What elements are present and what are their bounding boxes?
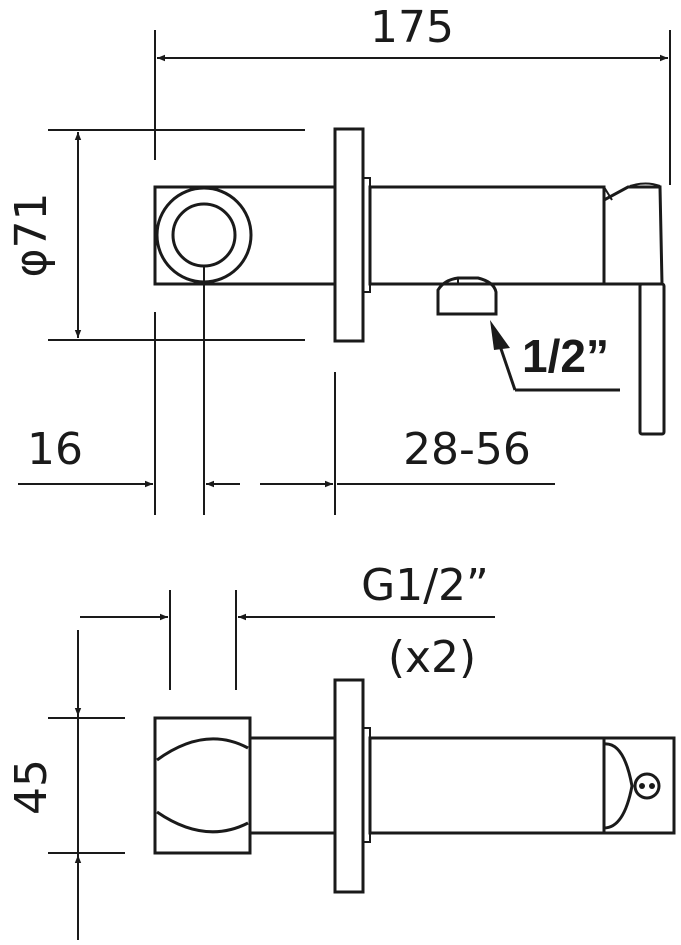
dimension-width-total: 175	[154, 2, 671, 185]
inlet-block-side	[153, 716, 335, 855]
dimension-wall-range-label: 28-56	[403, 424, 531, 475]
wall-flange-top	[333, 127, 371, 343]
outlet-body-top	[368, 182, 666, 436]
dimension-thread: G1/2” (x2)	[80, 560, 495, 690]
outlet-body-side	[368, 736, 676, 835]
dimension-diameter: φ71	[6, 129, 305, 341]
dimension-wall-range: 28-56	[260, 372, 555, 515]
top-view: 175 φ71	[6, 2, 671, 515]
callout-outlet-size: 1/2”	[490, 320, 620, 392]
dimension-offset: 16	[18, 312, 240, 515]
dimension-height: 45	[6, 630, 125, 940]
mixer-body-top	[153, 185, 337, 515]
dimension-offset-label: 16	[27, 424, 83, 475]
dimension-thread-label: G1/2”	[361, 560, 489, 611]
dimension-width-total-label: 175	[370, 2, 454, 53]
dimension-height-label: 45	[6, 759, 57, 815]
outlet-nozzle	[436, 276, 498, 316]
dimension-thread-count: (x2)	[388, 632, 476, 683]
dimension-diameter-label: φ71	[6, 192, 57, 277]
wall-flange-side	[333, 678, 371, 894]
callout-outlet-size-label: 1/2”	[522, 330, 609, 382]
side-view: G1/2” (x2) 45	[6, 560, 676, 940]
